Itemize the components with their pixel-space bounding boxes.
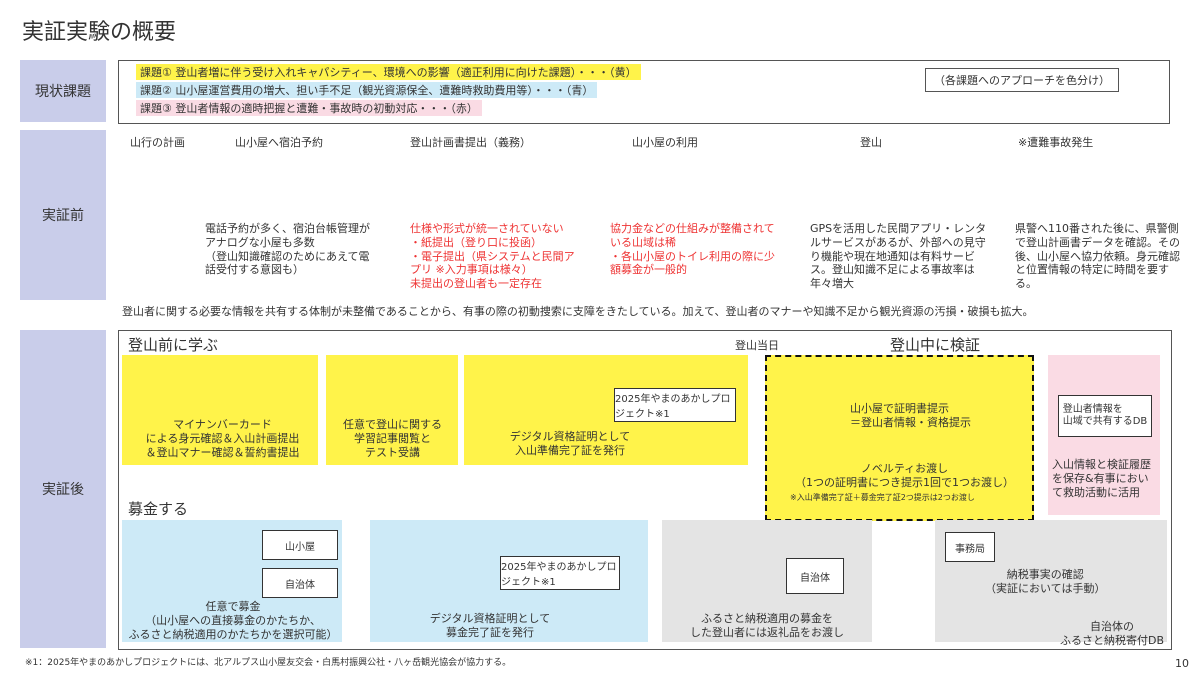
project-box: 2025年やまのあかしプロジェクト※1 [500, 556, 620, 590]
desc: デジタル資格証明として 募金完了証を発行 [429, 612, 551, 639]
issue-3: 課題③ 登山者情報の適時把握と遭難・事故時の初動対応・・・（赤） [136, 100, 482, 116]
desc: 県警へ110番された後に、県警側で登山計画書データを確認。その後、山小屋へ協力依… [1015, 222, 1180, 290]
step: 山行の計画 [130, 136, 185, 149]
project-box: 2025年やまのあかしプロジェクト※1 [614, 388, 736, 422]
desc: 電話予約が多く、宿泊台帳管理がアナログな小屋も多数 （登山知識確認のためにあえて… [205, 222, 370, 277]
desc: 自治体の ふるさと納税寄付DB [1060, 620, 1165, 647]
desc: 山小屋で証明書提示 ＝登山者情報・資格提示 [850, 402, 971, 429]
approach-note: （各課題へのアプローチを色分け） [925, 68, 1119, 92]
step: 登山計画書提出（義務） [410, 136, 531, 149]
note: ※入山準備完了証＋募金完了証2つ提示は2つお渡し [790, 493, 975, 502]
verify-title: 登山中に検証 [890, 336, 981, 354]
hut-box: 山小屋 [262, 530, 338, 560]
page-title: 実証実験の概要 [22, 20, 177, 45]
desc: 任意で募金 （山小屋への直接募金のかたちか、 ふるさと納税適用のかたちかを選択可… [128, 600, 338, 641]
city-box: 自治体 [262, 568, 338, 598]
step: 山小屋の利用 [632, 136, 698, 149]
desc: GPSを活用した民間アプリ・レンタルサービスがあるが、外部への見守り機能や現在地… [810, 222, 987, 290]
desc: マイナンバーカード による身元確認＆入山計画提出 ＆登山マナー確認＆誓約書提出 [145, 418, 300, 459]
step: 登山 [860, 136, 882, 149]
footnote: ※1：2025年やまのあかしプロジェクトには、北アルプス山小屋友交会・白馬村振興… [25, 658, 512, 668]
desc: 任意で登山に関する 学習記事閲覧と テスト受講 [343, 418, 442, 459]
office-box: 事務局 [945, 532, 995, 562]
desc: 仕様や形式が統一されていない ・紙提出（登り口に投函） ・電子提出（県システムと… [410, 222, 575, 290]
learn-title: 登山前に学ぶ [128, 336, 219, 354]
step: 山小屋へ宿泊予約 [235, 136, 323, 149]
label-current: 現状課題 [20, 60, 106, 122]
step: ※遭難事故発生 [1018, 136, 1094, 149]
desc: ノベルティお渡し （1つの証明書につき提示1回で1つお渡し） [795, 462, 1014, 489]
city-box: 自治体 [786, 558, 844, 594]
desc: 納税事実の確認 （実証においては手動） [985, 568, 1106, 595]
page-number: 10 [1175, 657, 1189, 670]
db: 登山者情報を 山域で共有するDB [1058, 395, 1152, 437]
desc: 入山情報と検証履歴を保存&有事において救助活動に活用 [1052, 458, 1151, 499]
desc: 協力金などの仕組みが整備されている山域は稀 ・各山小屋のトイレ利用の際に少額募金… [610, 222, 775, 277]
day-title: 登山当日 [735, 339, 779, 352]
donate-title: 募金する [128, 500, 189, 518]
label-before: 実証前 [20, 130, 106, 300]
issue-1: 課題① 登山者増に伴う受け入れキャパシティー、環境への影響（適正利用に向けた課題… [136, 64, 641, 80]
issue-2: 課題② 山小屋運営費用の増大、担い手不足（観光資源保全、遭難時救助費用等）・・・… [136, 82, 598, 98]
label-after: 実証後 [20, 330, 106, 648]
desc: ふるさと納税適用の募金を した登山者には返礼品をお渡し [690, 612, 844, 639]
desc: デジタル資格証明として 入山準備完了証を発行 [509, 430, 631, 457]
summary: 登山者に関する必要な情報を共有する体制が未整備であることから、有事の際の初動捜索… [122, 305, 1034, 318]
